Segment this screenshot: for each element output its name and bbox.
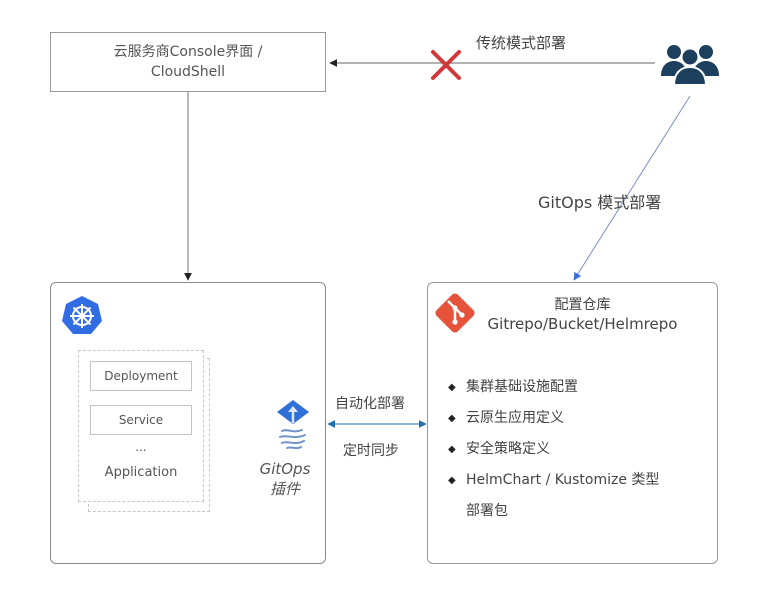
plugin-label-line2: 插件 (269, 480, 300, 498)
auto-deploy-label: 自动化部署 (335, 396, 405, 412)
config-repo-box (427, 282, 718, 564)
gitops-plugin-icon (277, 400, 309, 450)
resource-service: Service (90, 405, 192, 435)
config-repo-title: 配置仓库 Gitrepo/Bucket/Helmrepo (427, 296, 718, 334)
scheduled-sync-label: 定时同步 (343, 443, 399, 459)
repo-title-line1: 配置仓库 (554, 297, 611, 313)
bullet-diamond-icon: ◆ (448, 382, 456, 393)
blocked-cross-icon (431, 50, 461, 80)
console-title-line2: CloudShell (150, 64, 226, 80)
repo-title-line2: Gitrepo/Bucket/Helmrepo (487, 315, 678, 333)
gitops-deploy-label: GitOps 模式部署 (538, 193, 662, 212)
bullet-diamond-icon: ◆ (448, 475, 456, 486)
list-item: ◆ 云原生应用定义 (448, 403, 708, 434)
resource-application: Application (104, 465, 178, 480)
resource-ellipsis: ... (135, 440, 147, 454)
plugin-label-line1: GitOps (259, 460, 311, 478)
list-item: ◆ HelmChart / Kustomize 类型 (448, 465, 708, 496)
list-item: ◆ 安全策略定义 (448, 434, 708, 465)
list-item-text: 部署包 (466, 503, 508, 519)
list-item-text: 云原生应用定义 (466, 410, 564, 426)
bullet-diamond-icon: ◆ (448, 444, 456, 455)
list-item-text: 安全策略定义 (466, 441, 550, 457)
gitops-deploy-arrow (573, 95, 691, 281)
list-item: ◆ 集群基础设施配置 (448, 372, 708, 403)
list-item-text: 集群基础设施配置 (466, 379, 578, 395)
console-box: 云服务商Console界面 / CloudShell (50, 32, 326, 92)
repo-contents-list: ◆ 集群基础设施配置 ◆ 云原生应用定义 ◆ 安全策略定义 ◆ HelmChar… (448, 372, 708, 527)
console-title-line1: 云服务商Console界面 / (113, 44, 263, 60)
resource-deployment: Deployment (90, 361, 192, 391)
list-item-continuation: 部署包 (448, 496, 708, 527)
users-icon (661, 45, 719, 86)
bullet-diamond-icon: ◆ (448, 413, 456, 424)
list-item-text: HelmChart / Kustomize 类型 (466, 472, 660, 488)
kubernetes-icon (62, 296, 102, 334)
traditional-deploy-label: 传统模式部署 (476, 34, 567, 52)
gitops-plugin-label: GitOps 插件 (250, 459, 320, 499)
git-icon (435, 293, 475, 333)
